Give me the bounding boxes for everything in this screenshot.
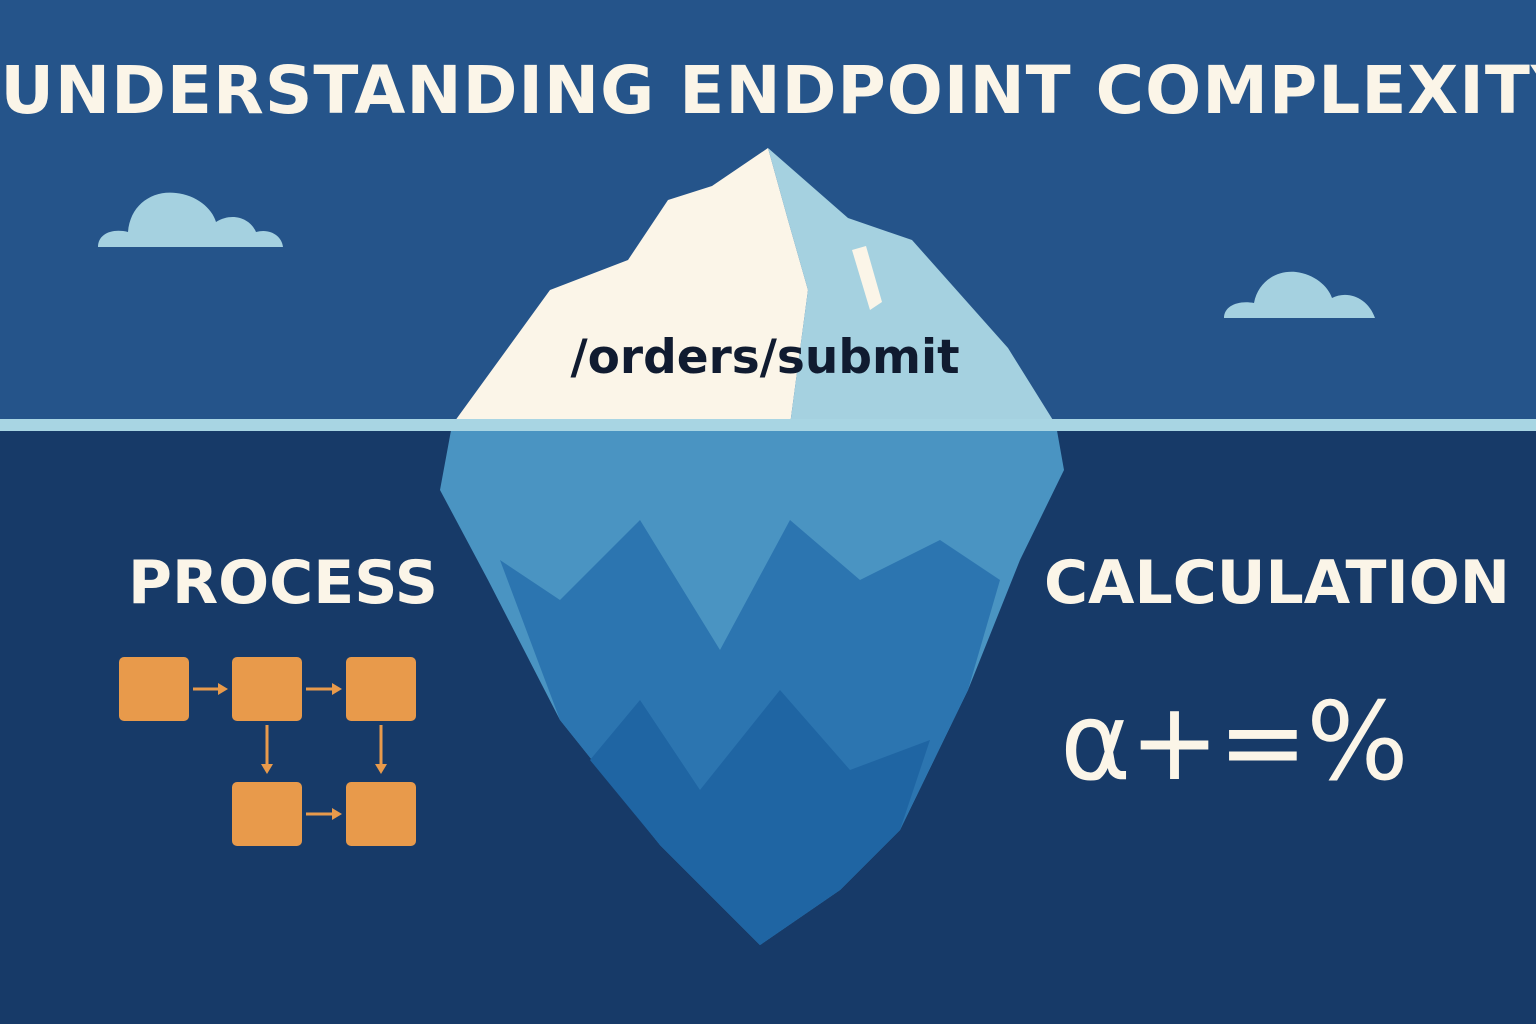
cloud-left-icon: [98, 192, 283, 247]
iceberg-underwater: [440, 425, 1064, 945]
page-title: UNDERSTANDING ENDPOINT COMPLEXITY: [0, 52, 1536, 129]
arrow-down-icon: [375, 725, 387, 774]
calculation-label: CALCULATION: [1044, 548, 1510, 618]
flow-step-1: [119, 657, 189, 721]
flow-step-5: [346, 782, 416, 846]
flow-step-4: [232, 782, 302, 846]
arrow-right-icon: [306, 808, 342, 820]
waterline: [0, 419, 1536, 431]
cloud-right-icon: [1224, 271, 1375, 318]
iceberg-tip: [452, 148, 1056, 425]
calculation-formula: α+=%: [1060, 680, 1409, 805]
arrow-down-icon: [261, 725, 273, 774]
arrow-right-icon: [193, 683, 228, 695]
process-label: PROCESS: [128, 548, 438, 618]
endpoint-label: /orders/submit: [570, 330, 960, 385]
flow-step-2: [232, 657, 302, 721]
arrow-right-icon: [306, 683, 342, 695]
flowchart-icon: [119, 657, 416, 846]
flow-step-3: [346, 657, 416, 721]
